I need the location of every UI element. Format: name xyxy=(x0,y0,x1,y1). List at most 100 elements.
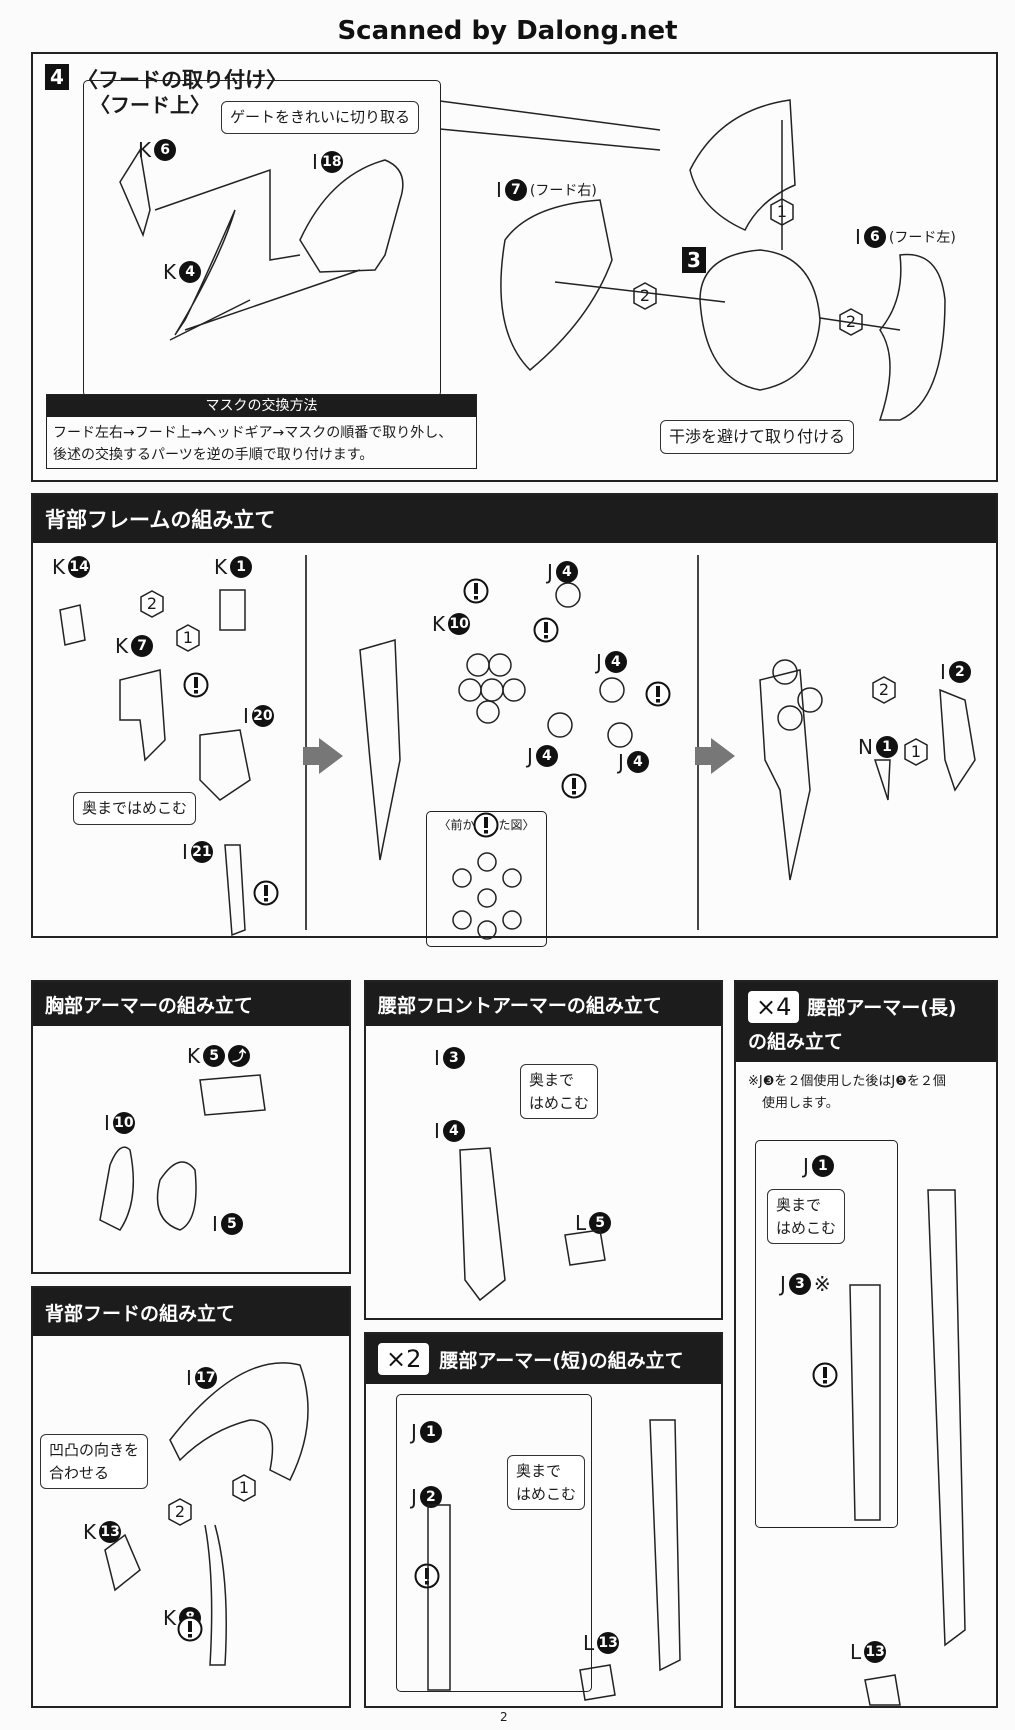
caution-icon xyxy=(463,578,489,604)
mask-swap-line: 後述の交換するパーツを逆の手順で取り付けます。 xyxy=(53,447,374,463)
sticker-mark-icon: ⤴ xyxy=(228,1045,251,1067)
section-title: 背部フードの組み立て xyxy=(45,1302,236,1325)
part-k4-drawing xyxy=(169,209,251,341)
section-title-cont: の組み立て xyxy=(748,1030,844,1053)
caution-icon xyxy=(533,617,559,643)
step-hex: 1 xyxy=(904,738,928,766)
multiplier-badge: ×2 xyxy=(378,1343,430,1375)
hood-top-title: 〈フード上〉 xyxy=(90,93,210,117)
press-note: 奥まではめこむ xyxy=(507,1455,586,1510)
head-drawing xyxy=(699,249,821,391)
mask-swap-title: マスクの交換方法 xyxy=(47,395,476,417)
part-i17-drawing xyxy=(169,1362,309,1482)
waist-long-inset xyxy=(755,1140,898,1528)
hood-right-drawing xyxy=(500,199,613,372)
caution-icon xyxy=(812,1362,838,1388)
multiplier-badge: ×4 xyxy=(748,990,800,1023)
step3-marker: 3 xyxy=(682,247,706,273)
page-number: 2 xyxy=(500,1710,508,1724)
waist-long-panel: ×4 腰部アーマー(長) の組み立て ※J❸を２個使用した後はJ❺を２個 使用しま… xyxy=(734,980,998,1708)
part-k13-drawing xyxy=(104,1533,141,1592)
hood-left-drawing xyxy=(878,253,946,421)
waist-short-inset xyxy=(396,1394,592,1692)
waist-long-header: ×4 腰部アーマー(長) の組み立て xyxy=(736,982,996,1062)
press-note: 奥まではめこむ xyxy=(73,792,197,825)
mask-swap-line: フード左右→フード上→ヘッドギア→マスクの順番で取り外し、 xyxy=(53,425,453,441)
part-k5-drawing xyxy=(199,1074,266,1116)
waist-short-header: ×2 腰部アーマー(短)の組み立て xyxy=(366,1334,721,1384)
caution-icon xyxy=(473,812,499,838)
step-hex: 2 xyxy=(872,676,896,704)
frame-assembly-drawing xyxy=(359,639,401,861)
caution-icon xyxy=(561,773,587,799)
caution-icon xyxy=(177,1616,203,1642)
step-hex: 2 xyxy=(168,1498,192,1526)
section-title: 背部フレームの組み立て xyxy=(45,508,276,532)
back-hood-header: 背部フードの組み立て xyxy=(33,1288,349,1336)
interference-note: 干渉を避けて取り付ける xyxy=(660,420,855,454)
section-title: 胸部アーマーの組み立て xyxy=(45,994,253,1017)
usage-note: 使用します。 xyxy=(762,1096,839,1111)
divider xyxy=(697,555,699,930)
press-note: 奥まではめこむ xyxy=(767,1189,846,1244)
next-arrow-icon xyxy=(303,738,343,774)
chest-armor-panel: 胸部アーマーの組み立て xyxy=(31,980,351,1274)
next-arrow-icon xyxy=(695,738,735,774)
back-frame-header: 背部フレームの組み立て xyxy=(33,495,996,543)
part-j2-drawing xyxy=(427,1504,451,1691)
part-k8-drawing xyxy=(204,1524,227,1666)
part-i20-drawing xyxy=(199,729,251,801)
part-k6-drawing xyxy=(119,147,151,238)
align-note: 凹凸の向きを合わせる xyxy=(40,1434,149,1489)
armor-short-drawing xyxy=(649,1419,681,1672)
back-frame-panel: 背部フレームの組み立て xyxy=(31,493,998,938)
caution-icon xyxy=(414,1563,440,1589)
mask-swap-box: マスクの交換方法 フード左右→フード上→ヘッドギア→マスクの順番で取り外し、 後… xyxy=(46,394,477,469)
caution-icon xyxy=(253,880,279,906)
section-title: 腰部アーマー(長) xyxy=(807,997,957,1019)
usage-note: ※J❸を２個使用した後はJ❺を２個 xyxy=(748,1074,946,1089)
step-hex: 1 xyxy=(176,624,200,652)
caution-icon xyxy=(183,672,209,698)
waist-front-header: 腰部フロントアーマーの組み立て xyxy=(366,982,721,1026)
part-i4-drawing xyxy=(459,1147,506,1302)
waist-front-panel: 腰部フロントアーマーの組み立て xyxy=(364,980,723,1320)
hood-top-drawing xyxy=(689,99,796,231)
step-number: 4 xyxy=(45,64,69,90)
step-hex: 2 xyxy=(633,282,657,310)
press-note: 奥まではめこむ xyxy=(520,1064,599,1119)
part-j3-drawing xyxy=(849,1284,881,1521)
divider xyxy=(305,555,307,930)
section-title: 腰部アーマー(短)の組み立て xyxy=(439,1349,684,1372)
gate-note: ゲートをきれいに切り取る xyxy=(221,101,420,134)
part-i18-drawing xyxy=(299,159,404,273)
